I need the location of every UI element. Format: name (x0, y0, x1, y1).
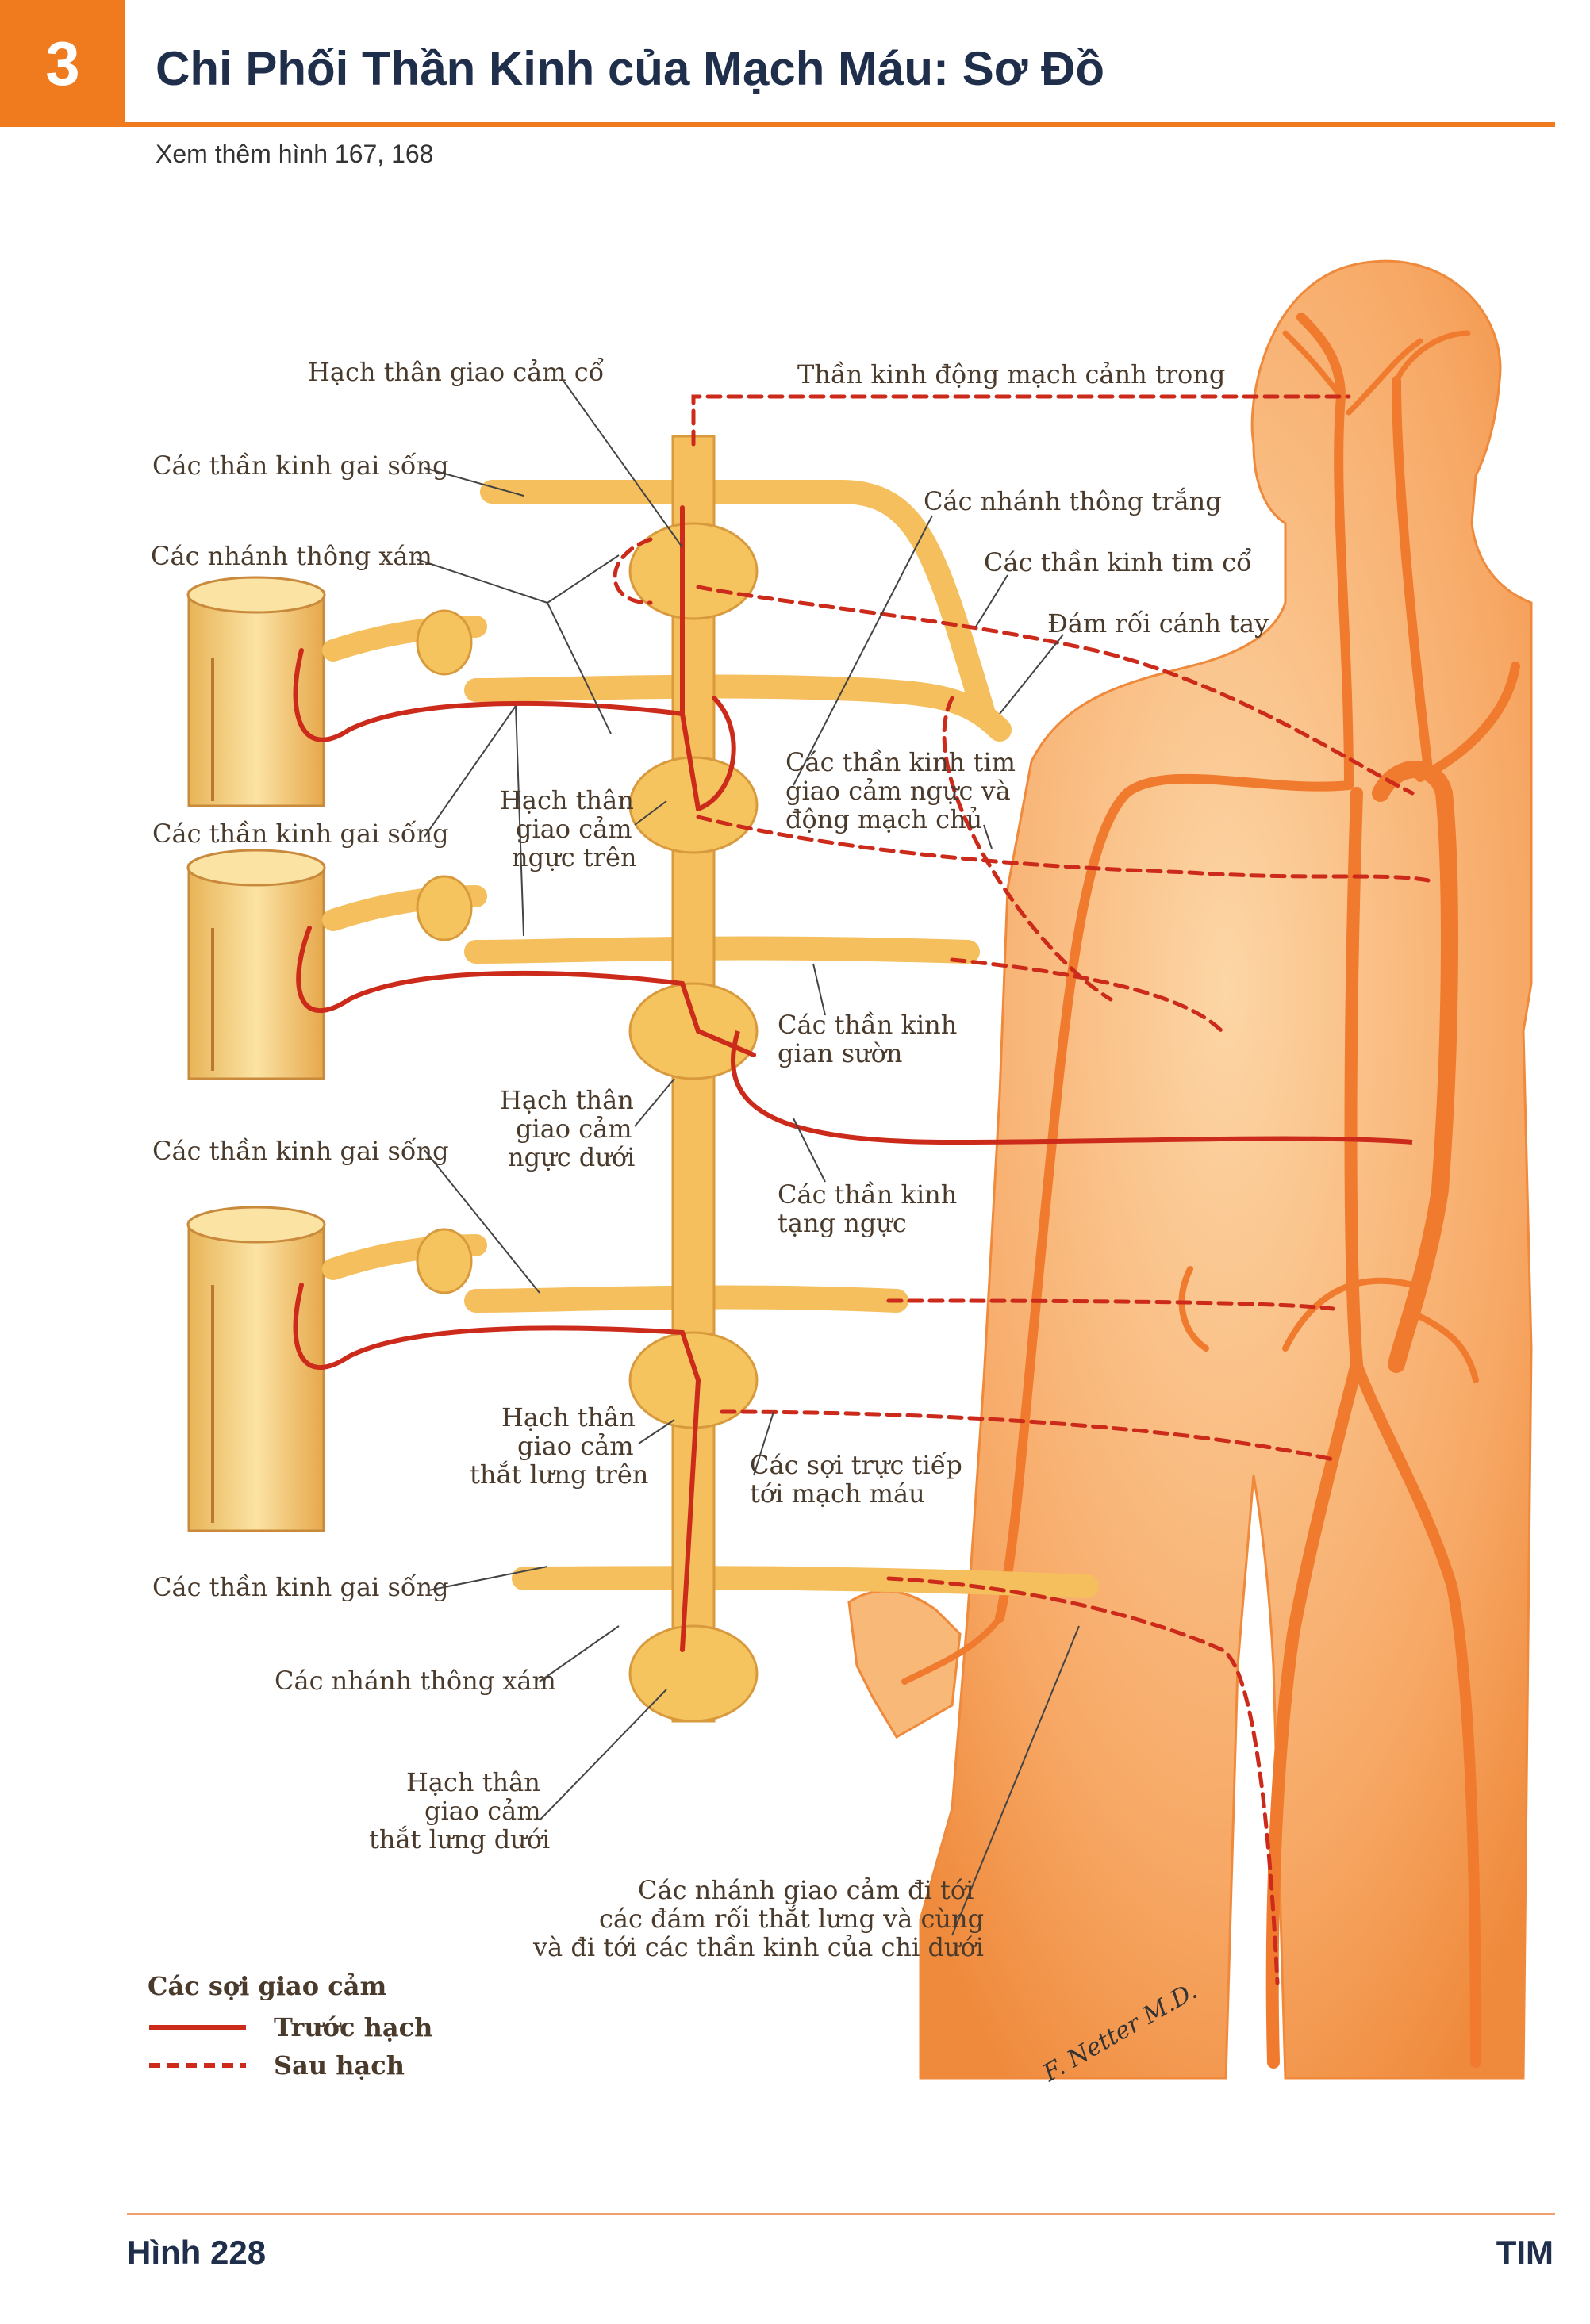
label-lumbar-branches-2: các đám rối thắt lưng và cùng (599, 1904, 984, 1934)
sympathetic-trunk (628, 435, 759, 1723)
label-lower-thoracic-ganglion-2: giao cảm (516, 1114, 632, 1144)
label-thoracic-splanchnic-2: tạng ngực (778, 1208, 907, 1238)
label-cervical-sympathetic-ganglion: Hạch thân giao cảm cổ (308, 357, 604, 387)
chapter-number-box: 3 (0, 0, 125, 127)
legend-title: Các sợi giao cảm (148, 1971, 386, 2001)
labels: Hạch thân giao cảm cổ Thần kinh động mạc… (151, 357, 1269, 1962)
label-lower-lumbar-ganglion-2: giao cảm (424, 1796, 541, 1826)
label-spinal-nerves-1: Các thần kinh gai sống (152, 451, 449, 481)
label-intercostal-nerves-2: gian sườn (778, 1038, 902, 1068)
leader-lines (416, 380, 1080, 1936)
label-upper-thoracic-ganglion-2: giao cảm (516, 814, 632, 844)
label-lower-thoracic-ganglion-3: ngực dưới (508, 1142, 635, 1172)
human-body-silhouette (847, 259, 1533, 2080)
label-lower-lumbar-ganglion-1: Hạch thân (406, 1767, 540, 1797)
label-upper-thoracic-ganglion-1: Hạch thân (500, 785, 634, 815)
spinal-cord-segment-2 (186, 849, 326, 1080)
see-also-reference: Xem thêm hình 167, 168 (156, 140, 434, 168)
label-white-rami: Các nhánh thông trắng (924, 486, 1222, 516)
thoracic-splanchnic-nerve (730, 1030, 1413, 1145)
label-intercostal-nerves-1: Các thần kinh (778, 1010, 957, 1040)
label-upper-thoracic-ganglion-3: ngực trên (512, 842, 637, 872)
label-lumbar-branches-3: và đi tới các thần kinh của chi dưới (532, 1932, 984, 1962)
label-spinal-nerves-2: Các thần kinh gai sống (152, 819, 449, 849)
label-lower-lumbar-ganglion-3: thắt lưng dưới (369, 1824, 550, 1854)
legend: Các sợi giao cảm Trước hạch Sau hạch (148, 1971, 432, 2080)
label-thoracic-cardiac-nerves-1: Các thần kinh tim (785, 747, 1016, 777)
preganglionic-fibers (293, 505, 756, 1652)
legend-preganglionic-label: Trước hạch (274, 2012, 432, 2042)
label-direct-fibers-2: tới mạch máu (750, 1478, 925, 1509)
label-lower-thoracic-ganglion-1: Hạch thân (500, 1085, 634, 1115)
label-thoracic-splanchnic-1: Các thần kinh (778, 1179, 957, 1210)
dorsal-root-ganglia (416, 609, 473, 1294)
label-gray-rami-1: Các nhánh thông xám (151, 541, 432, 571)
label-thoracic-cardiac-nerves-2: giao cảm ngực và (785, 776, 1011, 806)
label-cervical-cardiac-nerves: Các thần kinh tim cổ (984, 547, 1252, 577)
label-upper-lumbar-ganglion-1: Hạch thân (501, 1402, 636, 1432)
section-name: TIM (1496, 2234, 1554, 2271)
arterial-tree (901, 313, 1520, 2069)
page-title: Chi Phối Thần Kinh của Mạch Máu: Sơ Đồ (156, 42, 1105, 95)
spinal-cord-segment-1 (186, 576, 326, 807)
label-gray-rami-2: Các nhánh thông xám (275, 1666, 556, 1696)
label-upper-lumbar-ganglion-2: giao cảm (517, 1431, 634, 1461)
postganglionic-fibers (613, 394, 1431, 1985)
header-rule (125, 122, 1555, 127)
label-internal-carotid-nerve: Thần kinh động mạch cảnh trong (797, 359, 1225, 389)
label-spinal-nerves-4: Các thần kinh gai sống (152, 1572, 449, 1602)
legend-postganglionic-label: Sau hạch (274, 2050, 405, 2080)
label-brachial-plexus: Đám rối cánh tay (1047, 608, 1269, 639)
figure-number: Hình 228 (127, 2234, 267, 2271)
label-lumbar-branches-1: Các nhánh giao cảm đi tới (638, 1875, 974, 1905)
label-spinal-nerves-3: Các thần kinh gai sống (152, 1136, 449, 1166)
label-upper-lumbar-ganglion-3: thắt lưng trên (470, 1459, 648, 1490)
chapter-number: 3 (45, 28, 80, 98)
spinal-cord-segment-3 (186, 1206, 326, 1532)
footer-rule (127, 2213, 1555, 2215)
label-direct-fibers-1: Các sợi trực tiếp (750, 1450, 962, 1480)
label-thoracic-cardiac-nerves-3: động mạch chủ (785, 804, 982, 834)
